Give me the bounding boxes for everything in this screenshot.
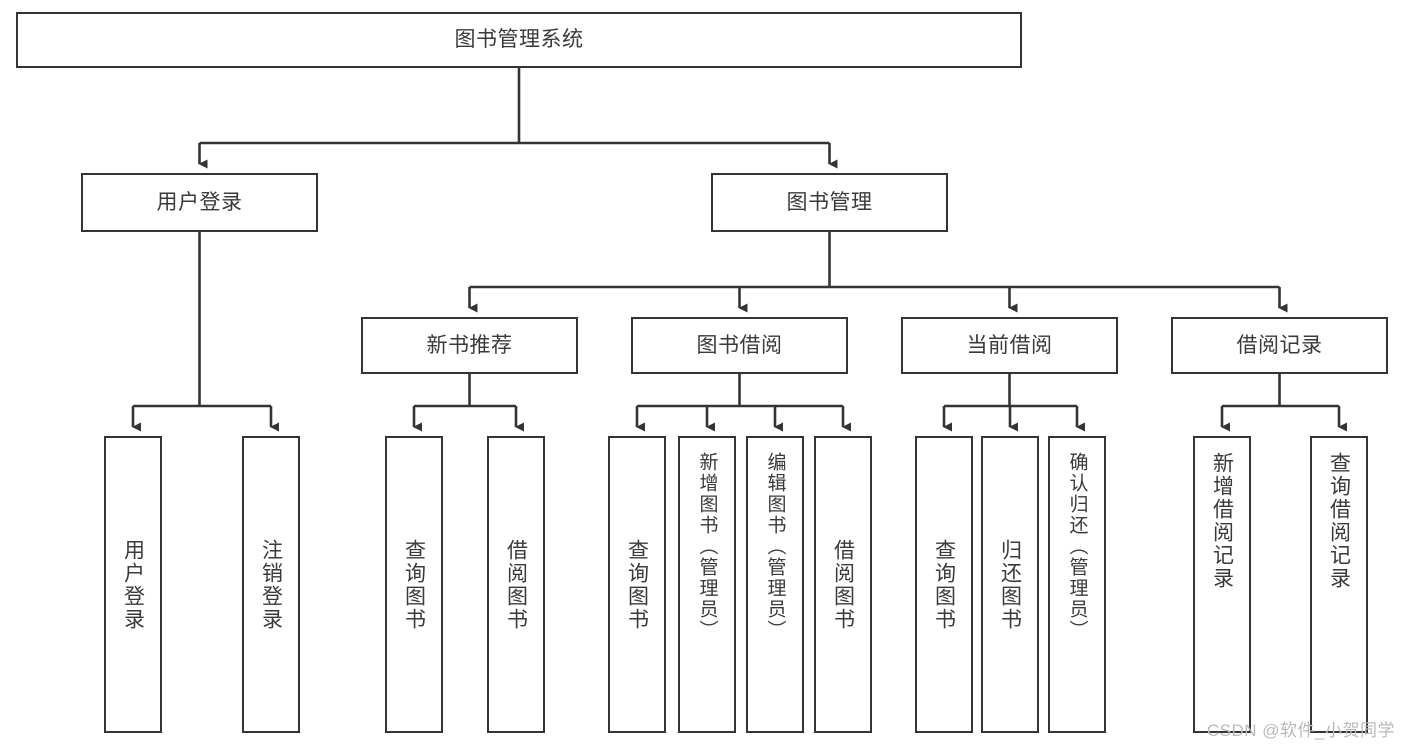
node-label: 编辑图书（管理员） xyxy=(764,452,786,641)
node-label: 归还图书 xyxy=(998,538,1022,631)
node-leaf-confirm-return[interactable]: 确认归还（管理员） xyxy=(1048,436,1106,733)
node-current-borrow[interactable]: 当前借阅 xyxy=(901,317,1118,374)
node-leaf-add-record[interactable]: 新增借阅记录 xyxy=(1193,436,1251,733)
node-label: 查询图书 xyxy=(625,538,649,631)
node-label: 新书推荐 xyxy=(426,333,513,357)
node-label: 借阅图书 xyxy=(504,538,528,631)
node-label: 用户登录 xyxy=(156,190,243,214)
node-label: 图书管理 xyxy=(786,190,873,214)
node-label: 当前借阅 xyxy=(966,333,1053,357)
node-leaf-query-book-2[interactable]: 查询图书 xyxy=(608,436,666,733)
node-new-book-rec[interactable]: 新书推荐 xyxy=(361,317,578,374)
node-leaf-logout[interactable]: 注销登录 xyxy=(242,436,300,733)
node-leaf-edit-book[interactable]: 编辑图书（管理员） xyxy=(746,436,804,733)
node-label: 借阅图书 xyxy=(831,538,855,631)
node-leaf-add-book[interactable]: 新增图书（管理员） xyxy=(678,436,736,733)
node-leaf-borrow-book-1[interactable]: 借阅图书 xyxy=(487,436,545,733)
node-leaf-query-record[interactable]: 查询借阅记录 xyxy=(1310,436,1368,733)
node-leaf-user-login[interactable]: 用户登录 xyxy=(104,436,162,733)
node-label: 图书借阅 xyxy=(696,333,783,357)
node-label: 借阅记录 xyxy=(1236,333,1323,357)
node-leaf-query-book-1[interactable]: 查询图书 xyxy=(385,436,443,733)
node-label: 查询借阅记录 xyxy=(1327,452,1351,590)
node-book-manage[interactable]: 图书管理 xyxy=(711,173,948,232)
node-label: 新增图书（管理员） xyxy=(696,452,718,641)
node-label: 查询图书 xyxy=(932,538,956,631)
node-label: 用户登录 xyxy=(121,538,145,631)
node-label: 图书管理系统 xyxy=(454,28,584,52)
node-borrow-record[interactable]: 借阅记录 xyxy=(1171,317,1388,374)
watermark-label: CSDN @软件_小贺同学 xyxy=(1206,721,1395,740)
node-label: 确认归还（管理员） xyxy=(1066,452,1088,641)
node-user-login[interactable]: 用户登录 xyxy=(81,173,318,232)
node-book-borrow[interactable]: 图书借阅 xyxy=(631,317,848,374)
node-label: 新增借阅记录 xyxy=(1210,452,1234,590)
node-leaf-return-book[interactable]: 归还图书 xyxy=(981,436,1039,733)
node-leaf-query-book-3[interactable]: 查询图书 xyxy=(915,436,973,733)
node-label: 注销登录 xyxy=(259,538,283,631)
node-label: 查询图书 xyxy=(402,538,426,631)
node-leaf-borrow-book-2[interactable]: 借阅图书 xyxy=(814,436,872,733)
node-root[interactable]: 图书管理系统 xyxy=(16,12,1022,68)
